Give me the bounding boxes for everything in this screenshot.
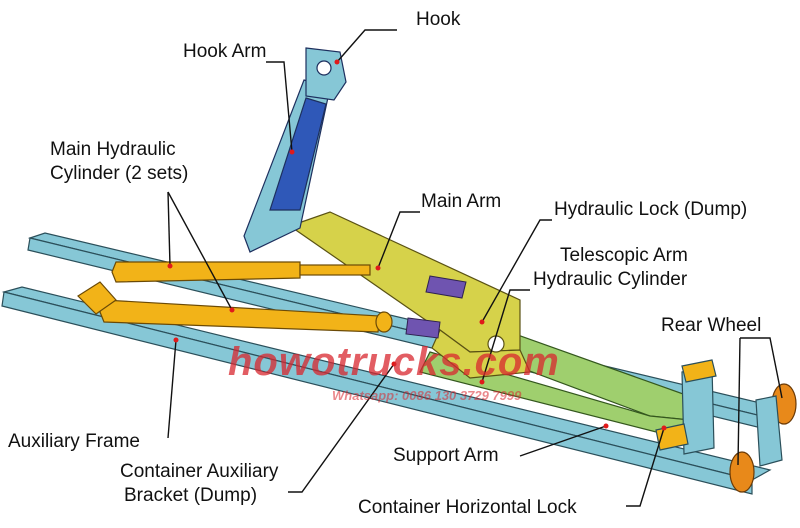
watermark-main: howotrucks.com: [228, 340, 560, 384]
label-telescopic-line2: Hydraulic Cylinder: [533, 269, 688, 290]
leader-dots: [167, 59, 667, 431]
cylinder-front-bracket: [77, 281, 117, 315]
hook-arm-panel: [269, 97, 327, 211]
frame-rail-front-lower: [1, 291, 753, 495]
label-auxiliary-frame: Auxiliary Frame: [8, 431, 140, 452]
purple-brackets: [405, 275, 467, 339]
leader-rear-wheel-2: [737, 337, 741, 466]
rear-wheels: [729, 383, 797, 493]
label-rear-wheel: Rear Wheel: [661, 315, 762, 336]
leader-main-arm: [377, 211, 420, 269]
main-hydraulic-cylinders: [77, 261, 393, 333]
leader-aux-frame: [167, 339, 177, 439]
rear-wheel-bracket: [755, 395, 783, 467]
horizontal-lock-bracket: [655, 359, 717, 455]
leader-support-arm: [519, 425, 607, 457]
main-arm: [288, 211, 531, 379]
dot-main-cyl: [167, 263, 173, 269]
purple-bracket-2: [405, 317, 441, 339]
dot-main-cyl-2: [229, 307, 235, 313]
label-container-horizontal-lock: Container Horizontal Lock: [358, 497, 577, 518]
label-hydraulic-lock: Hydraulic Lock (Dump): [554, 199, 748, 220]
label-main-arm: Main Arm: [421, 191, 502, 212]
hook-slot: [316, 60, 332, 76]
label-container-aux-line2: Bracket (Dump): [124, 485, 258, 506]
label-main-cylinder-line2: Cylinder (2 sets): [50, 163, 189, 184]
watermark-sub: Whatsapp: 0086 130 3729 7999: [332, 388, 522, 403]
lock-cap: [681, 359, 717, 383]
dot-aux-frame: [173, 337, 179, 343]
label-telescopic-line1: Telescopic Arm: [560, 245, 688, 266]
dot-cab: [391, 361, 397, 367]
leader-telescopic: [481, 289, 530, 383]
label-main-cylinder-line1: Main Hydraulic: [50, 139, 176, 160]
dot-main-arm: [375, 265, 381, 271]
label-hook: Hook: [416, 9, 461, 30]
cylinder-upper-rod: [299, 264, 371, 276]
dot-hook: [334, 59, 340, 65]
leader-rear-wheel: [740, 337, 783, 399]
leader-cab: [288, 363, 395, 493]
leader-lines: [167, 29, 783, 507]
dot-support-arm: [603, 423, 609, 429]
purple-bracket-1: [425, 275, 467, 299]
cylinder-upper-body: [111, 261, 301, 283]
leader-hook-arm: [266, 61, 293, 153]
leader-chl: [626, 427, 665, 507]
dot-hyd-lock: [479, 319, 485, 325]
leader-hyd-lock: [481, 219, 552, 323]
rear-wheel-lower: [729, 451, 755, 493]
cylinder-lower-end: [375, 311, 393, 333]
label-container-aux-line1: Container Auxiliary: [120, 461, 279, 482]
leader-hook: [336, 29, 397, 63]
main-arm-front: [431, 329, 531, 379]
dot-chl: [661, 425, 667, 431]
label-support-arm: Support Arm: [393, 445, 499, 466]
dot-hook-arm: [289, 149, 295, 155]
leader-main-cyl: [167, 191, 171, 267]
leader-main-cyl-2: [167, 191, 233, 311]
dot-telescopic: [479, 379, 485, 385]
label-hook-arm: Hook Arm: [183, 41, 267, 62]
